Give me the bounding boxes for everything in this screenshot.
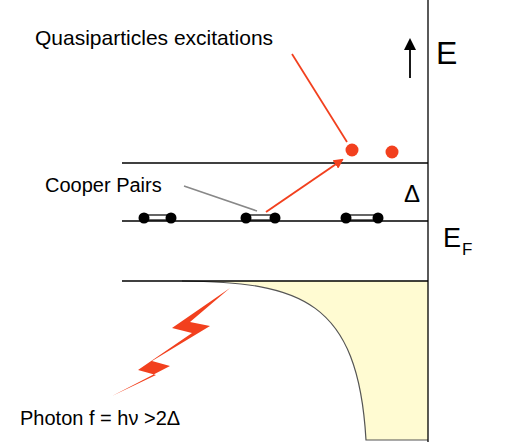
cooper-pairs	[139, 213, 384, 224]
callout-label: Cooper Pairs	[45, 174, 162, 196]
leader-line	[292, 54, 347, 142]
density-curve	[182, 281, 428, 440]
callout-label: Quasiparticles excitations	[35, 26, 273, 49]
gap-bottom-line	[122, 280, 428, 281]
axis-label: E	[436, 36, 457, 71]
leader-line	[184, 186, 257, 211]
quasiparticle-dot	[346, 144, 359, 157]
gap-symbol: Δ	[404, 181, 420, 207]
photon-label: Photon f = hν >2Δ	[20, 407, 180, 429]
excitation-arrow	[266, 160, 342, 212]
energy-arrow	[409, 40, 411, 78]
quasiparticle-dot	[386, 146, 399, 159]
gap-top-line	[122, 162, 428, 163]
fermi-subscript: F	[462, 241, 472, 260]
fermi-label: E	[443, 224, 461, 254]
occupied-states	[182, 281, 428, 440]
energy-axis	[427, 0, 428, 442]
photon-bolt	[112, 288, 230, 396]
